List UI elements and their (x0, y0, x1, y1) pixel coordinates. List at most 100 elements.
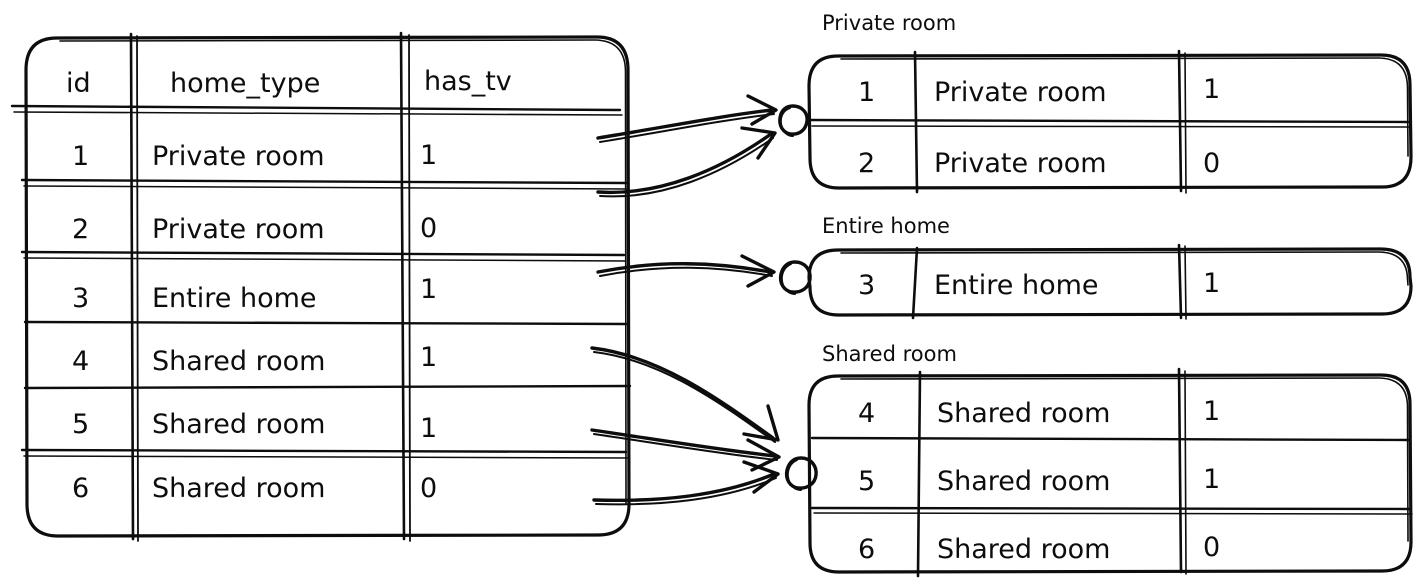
group-cell-home-type: Shared room (937, 398, 1110, 429)
group-cell-has-tv: 1 (1203, 268, 1220, 299)
group-shared-room-border (807, 373, 1413, 574)
source-col-divider-2-echo (408, 34, 411, 542)
group-cell-home-type: Entire home (934, 270, 1099, 301)
group-entire-home-col-divider-2-echo (1184, 245, 1187, 320)
table-row: 5 Shared room 1 (72, 409, 437, 444)
group-shared-room-col-divider-1 (916, 370, 922, 578)
group-entire-home-col-divider-2 (1177, 243, 1183, 320)
source-cell-home-type: Shared room (152, 409, 325, 440)
group-private-room-col-divider-1 (913, 50, 919, 194)
group-private-room-border (807, 53, 1413, 190)
group-cell-id: 4 (858, 398, 875, 429)
arrow-to-private-room-a (596, 94, 778, 143)
group-shared-room-col-divider-2 (1177, 367, 1183, 574)
source-col-divider-2 (399, 31, 406, 541)
source-cell-home-type: Private room (152, 214, 325, 245)
source-row-divider-2-echo (23, 257, 627, 262)
source-row-divider-1-echo (23, 185, 629, 190)
connector-circle-entire-home-echo (780, 263, 796, 295)
arrow-to-private-room-b (596, 126, 777, 198)
source-cell-id: 5 (72, 409, 89, 440)
group-private-room-col-divider-2-echo (1184, 52, 1187, 194)
table-row: 3 Entire home 1 (858, 268, 1220, 301)
source-row-divider-4 (23, 384, 632, 390)
source-cell-id: 1 (72, 141, 89, 172)
arrow-group (590, 94, 781, 506)
source-col-divider-1-echo (136, 35, 139, 542)
group-cell-id: 2 (858, 148, 875, 179)
source-table: id home_type has_tv 1 Private room 1 2 P… (10, 31, 632, 542)
source-row-divider-header (10, 104, 622, 112)
table-row: 1 Private room 1 (72, 140, 437, 172)
group-cell-id: 3 (858, 270, 875, 301)
table-row: 6 Shared room 0 (858, 532, 1220, 565)
source-row-divider-header-echo (13, 111, 623, 116)
group-private-room-row-divider (808, 118, 1410, 124)
arrow-to-entire-home (596, 254, 776, 288)
source-cell-id: 4 (72, 346, 89, 377)
group-cell-has-tv: 1 (1203, 74, 1220, 105)
group-cell-id: 1 (858, 77, 875, 108)
table-row: 1 Private room 1 (858, 74, 1220, 108)
table-row: 4 Shared room 1 (72, 342, 437, 377)
source-header-id: id (66, 68, 91, 99)
source-row-divider-5-echo (23, 455, 629, 459)
group-cell-has-tv: 0 (1203, 148, 1220, 179)
group-label-private-room: Private room (822, 11, 956, 35)
table-row: 4 Shared room 1 (858, 396, 1220, 429)
arrow-to-shared-room-a (590, 346, 780, 443)
table-row: 2 Private room 0 (858, 148, 1220, 179)
source-cell-home-type: Private room (152, 141, 325, 172)
source-cell-home-type: Entire home (152, 283, 317, 314)
source-cell-has-tv: 0 (420, 473, 437, 504)
source-header-has-tv: has_tv (424, 66, 512, 97)
arrow-to-shared-room-b (590, 428, 781, 472)
source-col-divider-1 (129, 32, 135, 541)
source-row-divider-1 (20, 178, 628, 185)
connector-circle-private-room (778, 104, 809, 136)
connector-circle-shared-room (784, 456, 818, 490)
group-cell-id: 6 (858, 534, 875, 565)
group-cell-has-tv: 1 (1203, 464, 1220, 495)
source-cell-id: 2 (72, 214, 89, 245)
group-table-shared-room: Shared room 4 Shared room 1 5 Shared roo… (807, 342, 1413, 578)
source-table-border (24, 35, 631, 538)
group-cell-home-type: Private room (934, 77, 1107, 108)
group-shared-room-border-echo (840, 377, 1409, 542)
group-label-shared-room: Shared room (822, 342, 957, 366)
table-row: 5 Shared room 1 (858, 464, 1220, 497)
group-label-entire-home: Entire home (822, 214, 950, 238)
table-row: 2 Private room 0 (72, 213, 437, 245)
connector-circles (778, 104, 818, 491)
group-shared-room-row-divider-2-echo (813, 512, 1413, 515)
source-cell-has-tv: 1 (420, 342, 437, 373)
connector-circle-private-room-echo (779, 107, 794, 137)
table-row: 6 Shared room 0 (72, 473, 437, 504)
source-row-divider-5 (20, 448, 628, 454)
group-shared-room-row-divider-1 (810, 436, 1412, 442)
group-cell-home-type: Private room (934, 148, 1107, 179)
group-entire-home-border (807, 247, 1413, 317)
group-private-room-border-echo (840, 57, 1409, 157)
group-entire-home-border-echo (840, 251, 1409, 286)
source-cell-has-tv: 1 (420, 413, 437, 444)
table-row: 3 Entire home 1 (72, 274, 437, 314)
source-row-divider-2 (20, 250, 626, 257)
group-shared-room-row-divider-2 (810, 506, 1412, 511)
group-cell-id: 5 (858, 466, 875, 497)
source-cell-home-type: Shared room (152, 473, 325, 504)
group-entire-home-col-divider-1 (911, 246, 919, 320)
source-cell-home-type: Shared room (152, 346, 325, 377)
group-cell-home-type: Shared room (937, 534, 1110, 565)
source-table-border-echo (59, 39, 627, 504)
group-cell-home-type: Shared room (937, 466, 1110, 497)
source-header-home-type: home_type (170, 68, 320, 99)
connector-circle-shared-room-echo (786, 459, 802, 491)
source-cell-id: 3 (72, 283, 89, 314)
arrow-to-shared-room-c (592, 460, 780, 506)
source-cell-has-tv: 0 (420, 213, 437, 244)
source-cell-id: 6 (72, 473, 89, 504)
group-cell-has-tv: 1 (1203, 396, 1220, 427)
group-cell-has-tv: 0 (1203, 532, 1220, 563)
group-private-room-row-divider-echo (811, 125, 1411, 128)
